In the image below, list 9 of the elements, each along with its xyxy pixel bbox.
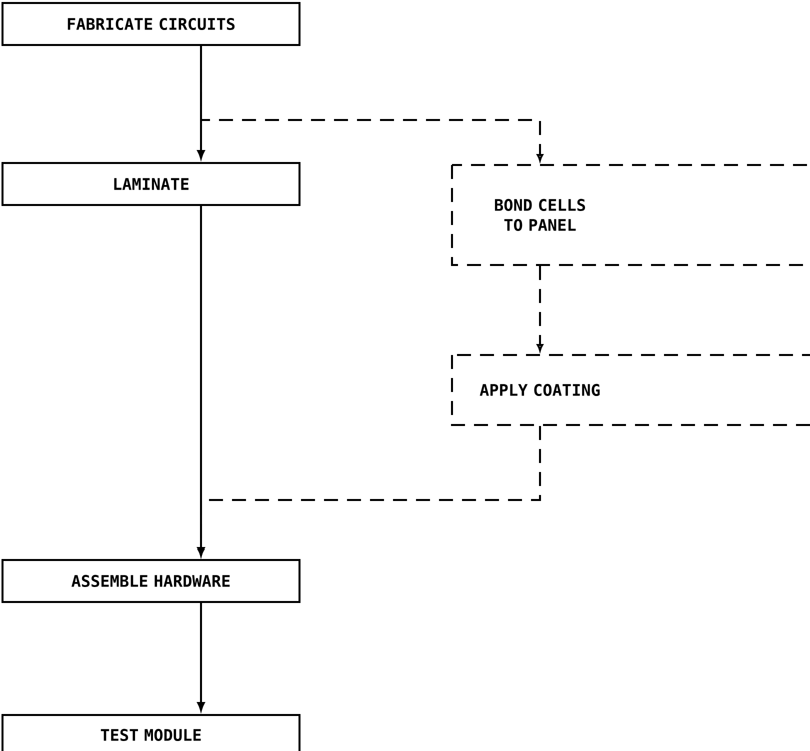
- process-box: FABRICATE CIRCUITS: [2, 2, 300, 46]
- dashed-process-box: APPLY COATING: [451, 354, 810, 426]
- dashed-process-box: BOND CELLS TO PANEL: [451, 164, 810, 266]
- arrow: [197, 602, 205, 711]
- arrow: [198, 426, 541, 556]
- arrow: [536, 266, 544, 352]
- process-box: ASSEMBLE HARDWARE: [2, 558, 300, 603]
- process-box: LAMINATE: [2, 162, 300, 206]
- process-box: TEST MODULE: [2, 714, 300, 751]
